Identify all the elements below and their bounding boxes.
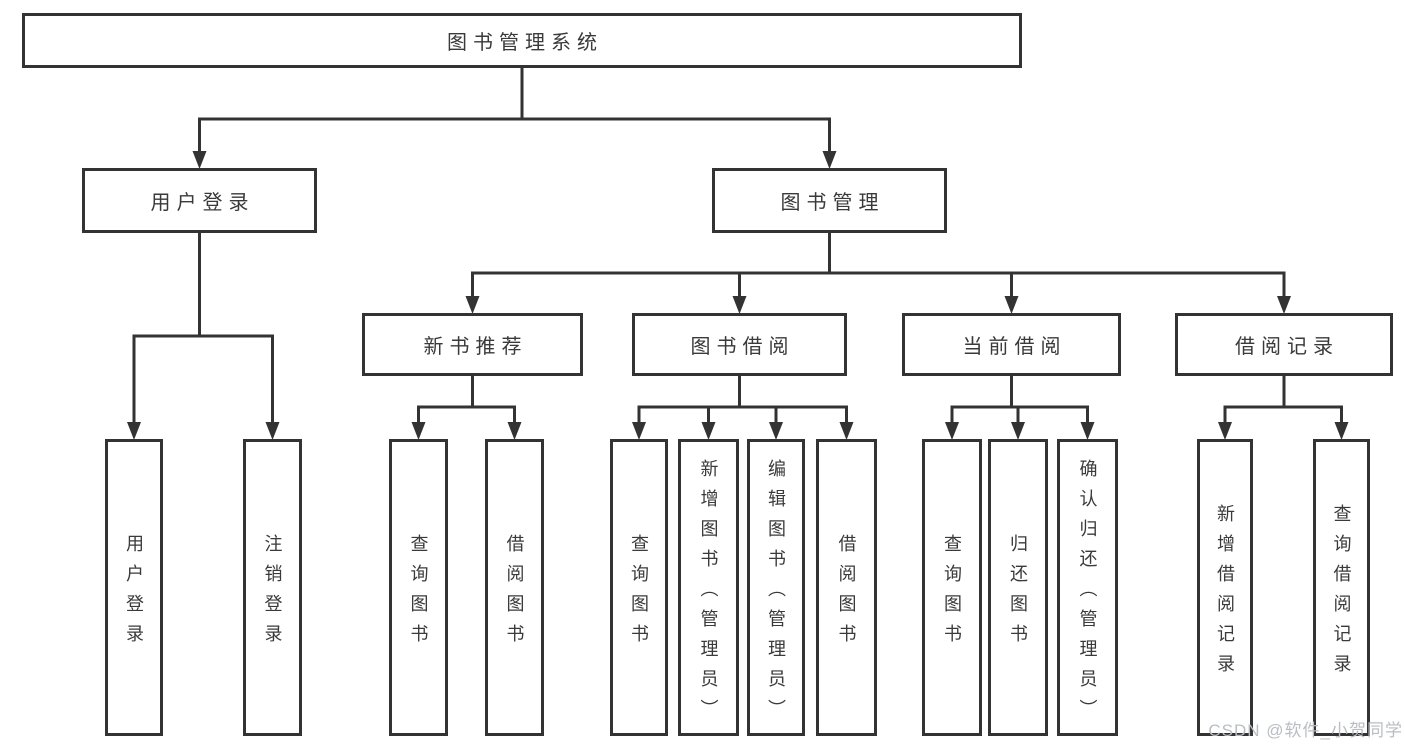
arrowhead-icon: [769, 422, 783, 440]
node-book-borrow: 图书借阅: [632, 313, 847, 376]
arrowhead-icon: [1334, 422, 1349, 440]
arrowhead-icon: [1004, 296, 1019, 314]
arrowhead-icon: [732, 296, 747, 314]
node-bb-borrow-book: 借阅图书: [816, 439, 877, 736]
node-cb-query-book: 查询图书: [922, 439, 982, 736]
arrowhead-icon: [465, 296, 480, 314]
node-label-logout: 注销登录: [262, 533, 283, 654]
node-new-book-rec: 新书推荐: [362, 313, 583, 376]
node-cb-return-book: 归还图书: [988, 439, 1048, 736]
node-label-br-query-record: 查询借阅记录: [1331, 503, 1352, 684]
node-label-book-borrow: 图书借阅: [690, 336, 795, 358]
node-br-add-record: 新增借阅记录: [1197, 439, 1253, 736]
arrowhead-icon: [1277, 296, 1291, 314]
arrowhead-icon: [411, 422, 426, 440]
node-label-br-add-record: 新增借阅记录: [1215, 503, 1235, 684]
arrowhead-icon: [1080, 422, 1095, 440]
node-label-cb-return-book: 归还图书: [1008, 533, 1028, 654]
arrowhead-icon: [945, 422, 959, 440]
node-current-borrow: 当前借阅: [902, 313, 1121, 376]
node-label-rec-query-book: 查询图书: [408, 533, 429, 654]
node-label-bb-edit-book: 编辑图书（管理员）: [766, 458, 786, 729]
node-user-login: 用户登录: [82, 168, 317, 233]
node-cb-confirm-return: 确认归还（管理员）: [1057, 439, 1118, 736]
arrowhead-icon: [701, 422, 716, 440]
node-label-new-book-rec: 新书推荐: [423, 336, 528, 358]
node-label-rec-borrow-book: 借阅图书: [504, 533, 525, 654]
node-label-user-login: 用户登录: [150, 192, 255, 214]
node-rec-query-book: 查询图书: [389, 439, 448, 736]
arrowhead-icon: [839, 422, 854, 440]
watermark: CSDN @软件_小贺同学: [1208, 721, 1403, 740]
node-br-query-record: 查询借阅记录: [1313, 439, 1370, 736]
arrowhead-icon: [1011, 422, 1025, 440]
node-label-login: 用户登录: [124, 533, 144, 654]
arrowhead-icon: [632, 422, 646, 440]
node-login: 用户登录: [105, 439, 163, 736]
node-label-bb-add-book: 新增图书（管理员）: [698, 458, 719, 729]
arrowhead-icon: [192, 151, 207, 169]
node-label-borrow-records: 借阅记录: [1235, 336, 1339, 358]
node-label-cb-query-book: 查询图书: [942, 533, 962, 654]
node-label-bb-query-book: 查询图书: [629, 533, 649, 654]
node-rec-borrow-book: 借阅图书: [485, 439, 544, 736]
arrowhead-icon: [265, 422, 280, 440]
node-bb-edit-book: 编辑图书（管理员）: [747, 439, 805, 736]
arrowhead-icon: [1218, 422, 1232, 440]
node-label-book-mgmt: 图书管理: [780, 192, 885, 214]
node-bb-add-book: 新增图书（管理员）: [678, 439, 739, 736]
arrowhead-icon: [127, 422, 141, 440]
arrowhead-icon: [507, 422, 522, 440]
node-label-bb-borrow-book: 借阅图书: [836, 533, 857, 654]
node-logout: 注销登录: [243, 439, 302, 736]
node-label-cb-confirm-return: 确认归还（管理员）: [1077, 458, 1098, 729]
node-root: 图书管理系统: [22, 13, 1022, 68]
node-label-current-borrow: 当前借阅: [962, 336, 1067, 358]
node-label-root: 图书管理系统: [447, 32, 603, 54]
node-book-mgmt: 图书管理: [712, 168, 947, 233]
arrowhead-icon: [822, 151, 837, 169]
node-borrow-records: 借阅记录: [1175, 313, 1393, 376]
node-bb-query-book: 查询图书: [610, 439, 668, 736]
